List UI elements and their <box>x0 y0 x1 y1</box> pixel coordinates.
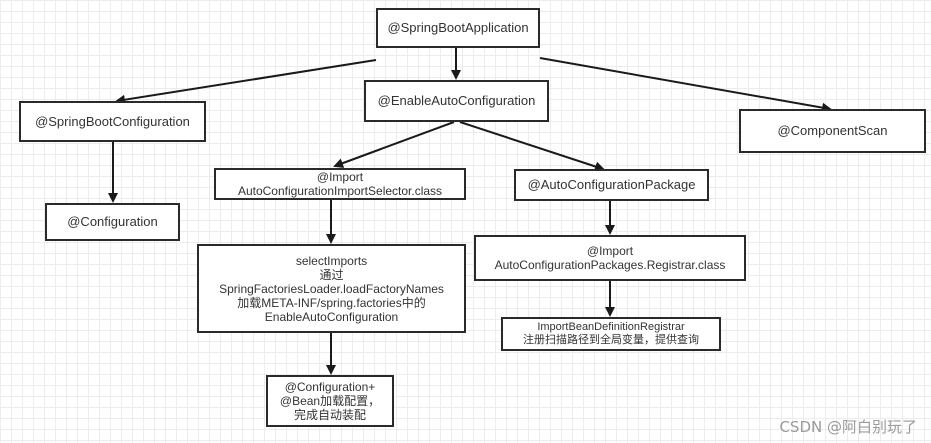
bean-definition-registrar-node: ImportBeanDefinitionRegistrar 注册扫描路径到全局变… <box>501 317 721 351</box>
configuration-bean-node: @Configuration+ @Bean加载配置， 完成自动装配 <box>266 375 394 427</box>
node-label: @ComponentScan <box>777 123 888 138</box>
configuration-node: @Configuration <box>45 203 180 241</box>
node-label-line: 注册扫描路径到全局变量，提供查询 <box>523 334 699 346</box>
node-label-line: ImportBeanDefinitionRegistrar <box>537 321 685 333</box>
auto-configuration-package-node: @AutoConfigurationPackage <box>514 169 709 201</box>
arrow-app-to-componentscan <box>539 57 832 113</box>
node-label-line: EnableAutoConfiguration <box>264 309 399 324</box>
node-label-line: @Import <box>316 170 364 184</box>
node-label-line: AutoConfigurationImportSelector.class <box>237 184 443 198</box>
node-label: @EnableAutoConfiguration <box>377 93 536 108</box>
select-imports-node: selectImports 通过 SpringFactoriesLoader.l… <box>197 244 466 333</box>
node-label-line: 加载META-INF/spring.factories中的 <box>237 295 426 310</box>
node-label: @SpringBootConfiguration <box>35 113 190 129</box>
node-label-line: @Bean加载配置， <box>279 394 381 408</box>
node-label: @Configuration <box>67 214 158 229</box>
arrow-enableautoconfig-to-autoconfigpackage <box>459 121 605 172</box>
node-label-line: 完成自动装配 <box>293 408 366 422</box>
node-label: @AutoConfigurationPackage <box>527 177 696 192</box>
spring-boot-configuration-node: @SpringBootConfiguration <box>19 101 206 142</box>
component-scan-node: @ComponentScan <box>739 109 926 153</box>
node-label-line: @Import <box>586 244 634 258</box>
node-label-line: SpringFactoriesLoader.loadFactoryNames <box>219 281 444 296</box>
arrow-app-to-springbootconfig <box>115 59 377 105</box>
enable-auto-configuration-node: @EnableAutoConfiguration <box>364 80 549 122</box>
watermark: CSDN @阿白别玩了 <box>779 418 917 436</box>
node-label-line: AutoConfigurationPackages.Registrar.clas… <box>494 258 726 272</box>
node-label-line: 通过 <box>319 267 344 282</box>
arrow-enableautoconfig-to-import-selector <box>333 121 455 168</box>
import-registrar-node: @Import AutoConfigurationPackages.Regist… <box>474 235 746 281</box>
spring-boot-application-node: @SpringBootApplication <box>376 8 540 48</box>
import-selector-node: @Import AutoConfigurationImportSelector.… <box>214 168 466 200</box>
node-label-line: selectImports <box>295 253 368 268</box>
node-label-line: @Configuration+ <box>284 380 376 394</box>
node-label: @SpringBootApplication <box>387 20 529 35</box>
